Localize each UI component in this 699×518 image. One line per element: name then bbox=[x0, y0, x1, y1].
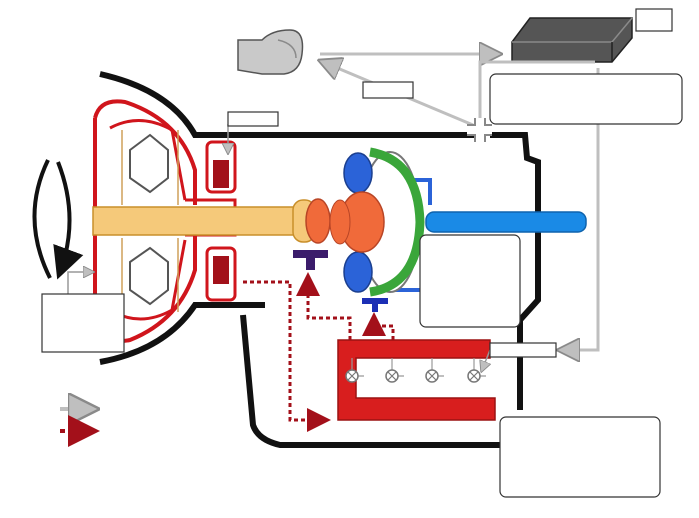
solenoid-valve-icon bbox=[425, 358, 444, 383]
shaft-icon bbox=[92, 198, 331, 244]
solenoid-icon bbox=[345, 358, 486, 383]
hydraulic-pressure-lines bbox=[243, 272, 395, 432]
shift-valve-icons bbox=[293, 250, 388, 312]
piston-icon bbox=[205, 140, 237, 302]
planetary-gear-icon bbox=[329, 147, 425, 297]
ecu-box-icon bbox=[511, 17, 633, 63]
sensor-icon bbox=[237, 29, 304, 75]
solenoid-valve-icon bbox=[385, 358, 404, 383]
callout-boxes bbox=[41, 8, 683, 498]
circular-arrow-icon bbox=[32, 159, 84, 280]
solenoid-valve-icon bbox=[467, 358, 486, 383]
solenoid-valve-icon bbox=[345, 358, 364, 383]
legend bbox=[60, 409, 100, 447]
